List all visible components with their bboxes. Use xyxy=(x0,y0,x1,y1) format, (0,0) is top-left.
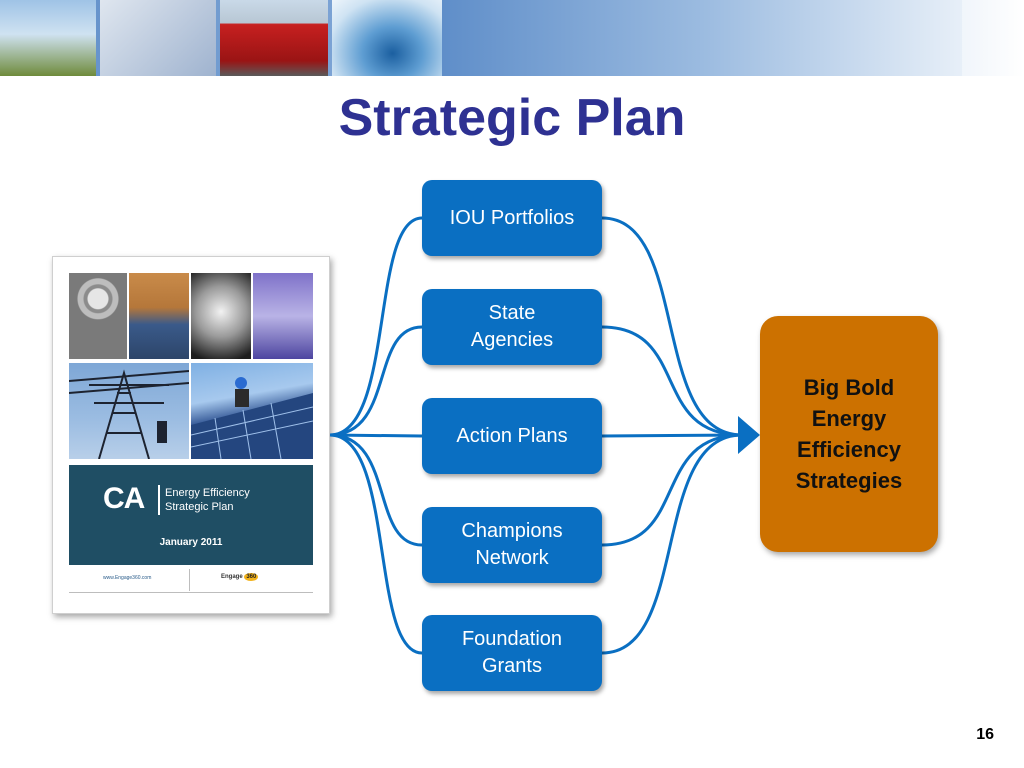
input-box-foundation-grants: Foundation Grants xyxy=(422,615,602,691)
banner-photo-house xyxy=(0,0,96,76)
input-box-state-agencies: State Agencies xyxy=(422,289,602,365)
cover-logo-letters: CA xyxy=(103,482,145,515)
cover-photo-meter xyxy=(253,273,313,359)
cover-url: www.Engage360.com xyxy=(103,575,152,581)
connector-right-4 xyxy=(601,433,743,547)
connector-left-5 xyxy=(329,433,423,655)
connector-left-2 xyxy=(329,325,423,437)
cover-brand-name: Engage xyxy=(221,574,243,580)
cover-photo-solar-installer xyxy=(190,363,314,460)
report-cover-image: CA Energy Efficiency Strategic Plan Janu… xyxy=(52,256,330,614)
cover-subtitle-line1: Energy Efficiency xyxy=(165,487,250,499)
input-box-action-plans: Action Plans xyxy=(422,398,602,474)
input-box-champions-network: Champions Network xyxy=(422,507,602,583)
slide-title: Strategic Plan xyxy=(338,89,686,147)
connector-right-1 xyxy=(601,216,743,437)
banner-gradient xyxy=(442,0,962,76)
cover-logo-divider xyxy=(158,485,160,515)
page-number: 16 xyxy=(976,726,994,743)
connector-left-1 xyxy=(329,216,423,437)
cover-title-band xyxy=(69,465,313,565)
connector-right-5 xyxy=(601,433,743,655)
banner-photo-keypad xyxy=(100,0,216,76)
cover-photo-power-lines xyxy=(68,363,190,460)
input-box-iou-portfolios: IOU Portfolios xyxy=(422,180,602,256)
cover-footer-divider xyxy=(189,569,190,591)
cover-footer xyxy=(69,567,313,593)
cover-photo-discs xyxy=(69,273,127,359)
header-banner xyxy=(0,0,1024,76)
connector-left-3 xyxy=(329,433,423,438)
banner-photo-water-drop xyxy=(332,0,442,76)
cover-brand-badge: 360 xyxy=(244,573,259,581)
output-box-big-bold-strategies: Big Bold Energy Efficiency Strategies xyxy=(760,316,938,552)
connector-right-3 xyxy=(601,433,743,438)
cover-brand-logo: Engage 360 xyxy=(221,573,259,581)
cover-date: January 2011 xyxy=(159,537,223,548)
arrowhead xyxy=(738,416,760,454)
connector-right-2 xyxy=(601,325,743,437)
cover-photo-worker xyxy=(129,273,189,359)
connector-left-4 xyxy=(329,433,423,547)
banner-photo-train xyxy=(220,0,328,76)
cover-subtitle-line2: Strategic Plan xyxy=(165,501,234,513)
cover-photo-led xyxy=(191,273,251,359)
